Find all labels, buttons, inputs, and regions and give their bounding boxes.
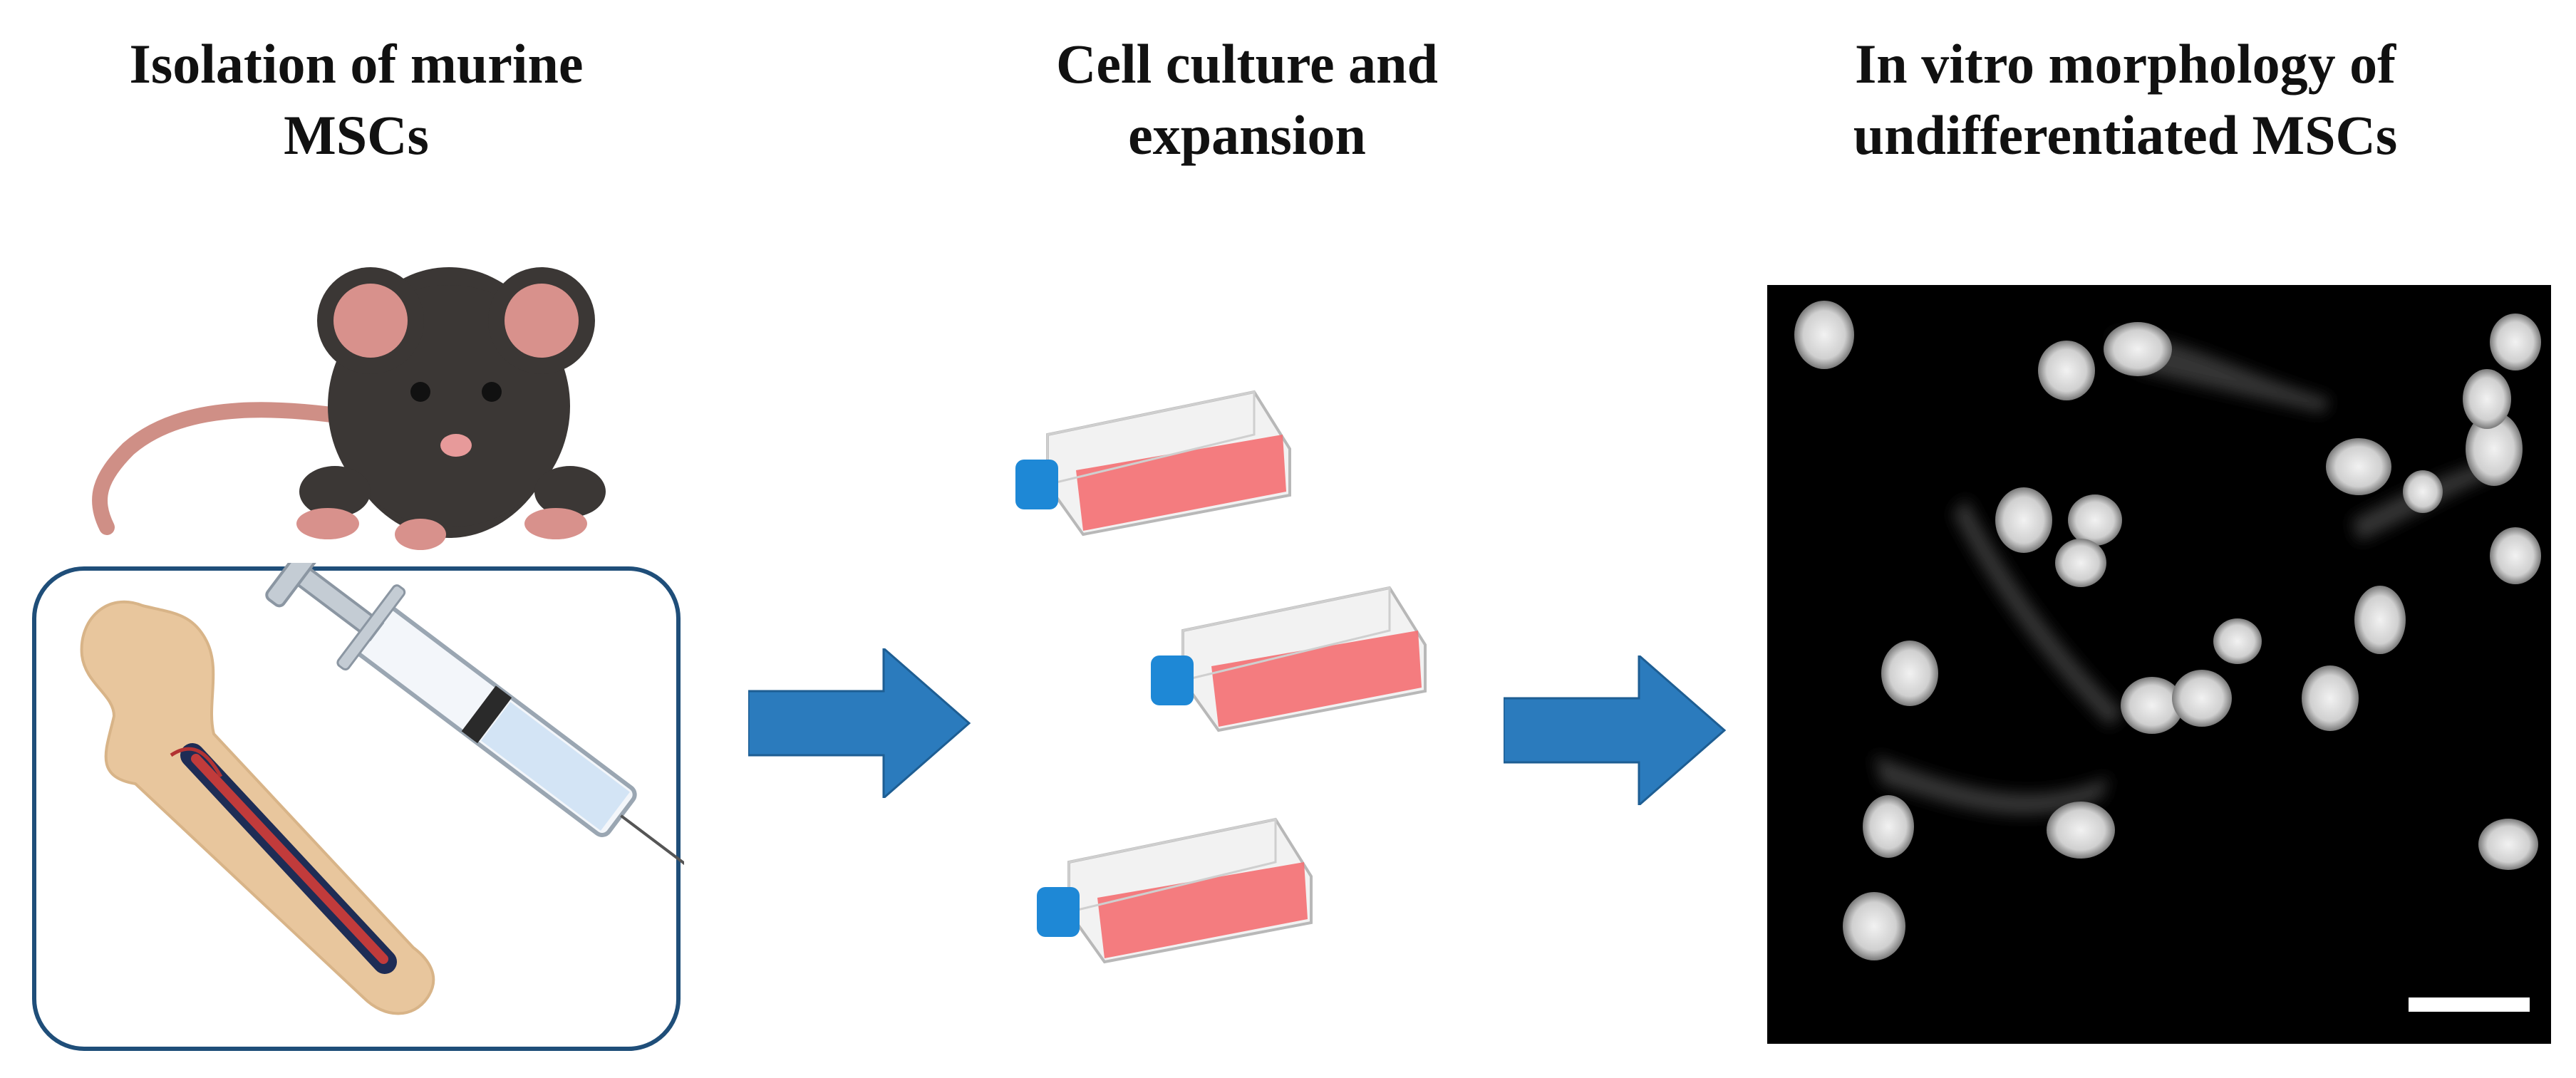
step-title-culture: Cell culture and expansion (891, 28, 1603, 171)
arrow-right-icon (748, 648, 971, 798)
step-title-isolation: Isolation of murine MSCs (0, 28, 713, 171)
mouse-icon (92, 267, 606, 550)
syringe-icon (265, 563, 684, 903)
fluorescence-micrograph (1767, 285, 2551, 1044)
arrow-right-icon (1504, 655, 1727, 805)
title-line: Cell culture and (1056, 33, 1438, 95)
step-title-morphology: In vitro morphology of undifferentiated … (1675, 28, 2576, 171)
scale-bar (2409, 997, 2530, 1012)
femur-bone-icon (80, 600, 435, 1015)
title-line: MSCs (284, 104, 429, 166)
title-line: expansion (1128, 104, 1366, 166)
culture-flask-icon (1037, 817, 1313, 964)
culture-flask-icon (1151, 586, 1427, 732)
title-line: In vitro morphology of (1854, 33, 2396, 95)
title-line: Isolation of murine (129, 33, 584, 95)
title-line: undifferentiated MSCs (1853, 104, 2398, 166)
culture-flask-icon (1015, 390, 1291, 537)
bone-marrow-extraction-panel (32, 563, 684, 1051)
